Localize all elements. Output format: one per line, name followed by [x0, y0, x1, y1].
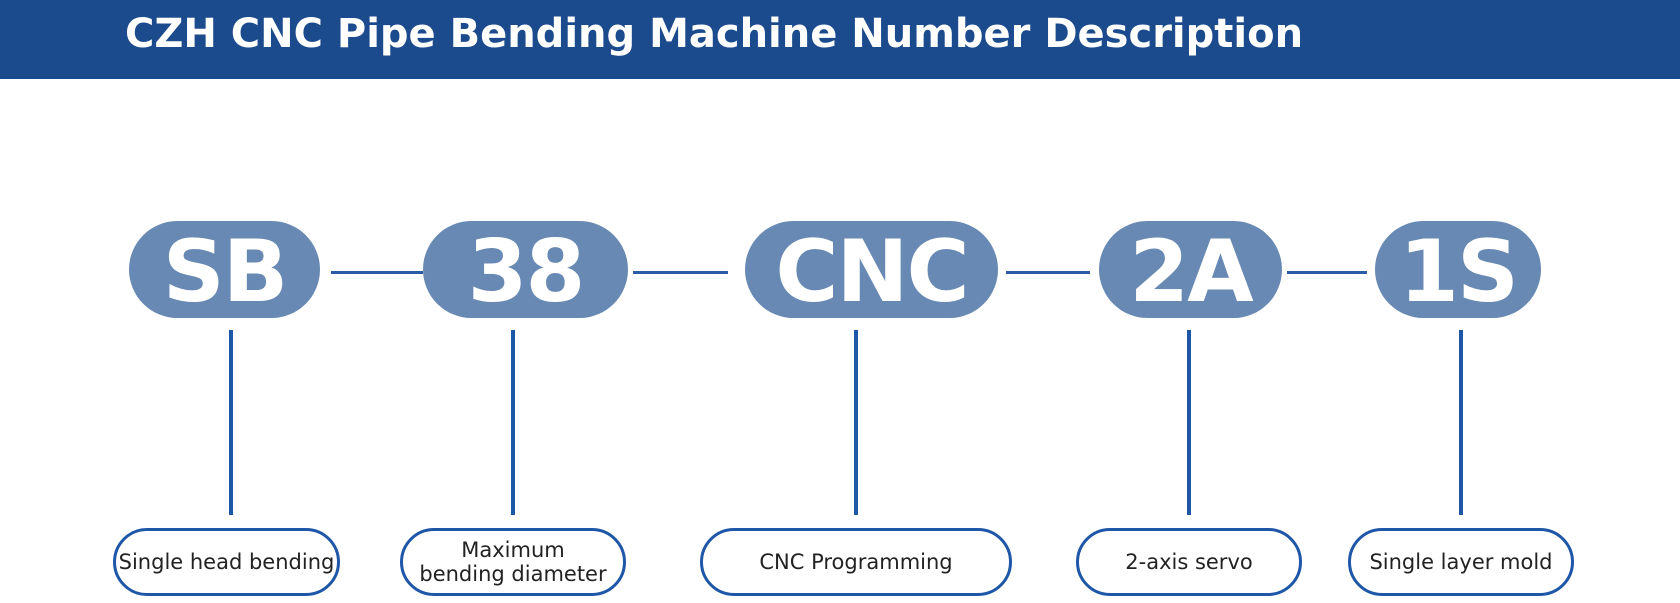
code-pill-1s: 1S — [1375, 221, 1541, 318]
description-line-1: Maximum — [461, 538, 565, 562]
leader-line-2a — [1187, 330, 1191, 515]
page-title: CZH CNC Pipe Bending Machine Number Desc… — [125, 11, 1304, 57]
description-1s: Single layer mold — [1348, 528, 1574, 596]
connector-sb-38 — [331, 271, 423, 274]
description-text-block: Maximum bending diameter — [419, 538, 606, 586]
description-text: CNC Programming — [759, 550, 953, 574]
leader-line-38 — [511, 330, 515, 515]
description-text: Single head bending — [118, 550, 335, 574]
leader-line-1s — [1459, 330, 1463, 515]
description-text: Single layer mold — [1369, 550, 1553, 574]
code-pill-sb: SB — [129, 221, 320, 318]
leader-line-cnc — [854, 330, 858, 515]
description-2a: 2-axis servo — [1076, 528, 1302, 596]
leader-line-sb — [229, 330, 233, 515]
description-cnc: CNC Programming — [700, 528, 1012, 596]
description-38: Maximum bending diameter — [400, 528, 626, 596]
title-banner: CZH CNC Pipe Bending Machine Number Desc… — [0, 0, 1680, 79]
description-sb: Single head bending — [113, 528, 340, 596]
description-line-2: bending diameter — [419, 562, 607, 586]
connector-38-cnc — [633, 271, 728, 274]
connector-cnc-2a — [1006, 271, 1090, 274]
connector-2a-1s — [1287, 271, 1367, 274]
diagram-area — [0, 79, 1680, 603]
code-pill-2a: 2A — [1099, 221, 1282, 318]
code-pill-38: 38 — [423, 221, 628, 318]
description-text: 2-axis servo — [1125, 550, 1253, 574]
code-pill-cnc: CNC — [745, 221, 998, 318]
